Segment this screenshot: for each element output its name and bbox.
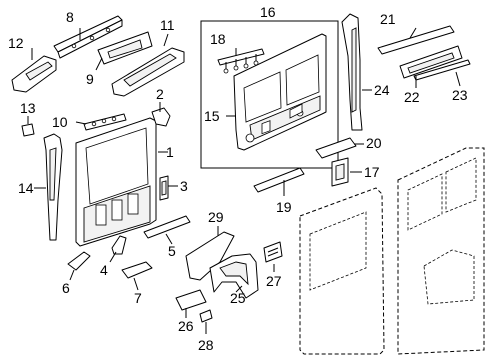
part-11-rail: [111, 47, 185, 97]
callout-9: 9: [86, 71, 94, 87]
callout-13: 13: [20, 100, 36, 116]
callout-27: 27: [266, 273, 282, 289]
callout-23: 23: [452, 87, 468, 103]
callout-24: 24: [374, 82, 390, 98]
part-24-pillar: [341, 13, 363, 131]
callout-1: 1: [166, 144, 174, 160]
part-22-rail: [399, 45, 463, 79]
callout-2: 2: [156, 86, 164, 102]
part-6-bracket: [67, 251, 91, 271]
callout-20: 20: [366, 135, 382, 151]
part-28-clip: [199, 309, 213, 323]
callout-3: 3: [180, 178, 188, 194]
callout-12: 12: [8, 35, 24, 51]
callout-4: 4: [100, 262, 108, 278]
part-7-bracket: [121, 261, 153, 279]
leader-lines: [27, 27, 461, 334]
callout-10: 10: [52, 114, 68, 130]
part-1-side-panel: [75, 117, 157, 247]
part-14-pillar: [43, 133, 63, 241]
part-18-bracket: [217, 48, 265, 74]
part-10-strip: [83, 113, 127, 131]
part-4-bracket: [111, 235, 127, 255]
part-25-wheelhouse: [209, 253, 259, 299]
callout-11: 11: [160, 17, 175, 33]
callout-28: 28: [198, 337, 214, 353]
callout-15: 15: [204, 108, 220, 124]
part-13-clip: [21, 123, 35, 137]
part-2-bracket: [151, 107, 171, 127]
part-5-strip: [143, 215, 191, 239]
callout-18: 18: [210, 31, 226, 47]
part-8-rail: [53, 15, 123, 59]
part-17-bracket: [331, 157, 349, 187]
callout-17: 17: [364, 164, 380, 180]
part-27-bracket: [263, 241, 283, 263]
callout-29: 29: [208, 209, 224, 225]
outer-panel-rear: [397, 147, 485, 355]
part-21-rail: [377, 25, 455, 55]
callout-8: 8: [66, 9, 74, 25]
callout-19: 19: [276, 199, 292, 215]
callout-6: 6: [62, 280, 70, 296]
callout-26: 26: [178, 318, 194, 334]
part-9-bracket: [97, 31, 153, 65]
part-19-sill: [253, 167, 305, 193]
part-12-bracket: [11, 55, 57, 93]
callout-14: 14: [18, 180, 34, 196]
outer-panel-middle: [299, 187, 385, 355]
part-20-bracket: [315, 137, 357, 159]
assembly-group-box: [200, 20, 339, 169]
part-26-bracket: [175, 289, 207, 311]
callout-7: 7: [134, 290, 142, 306]
callout-22: 22: [404, 89, 420, 105]
part-15-inner-panel: [233, 33, 327, 151]
callout-25: 25: [230, 290, 246, 306]
callout-16: 16: [260, 4, 276, 20]
callout-5: 5: [168, 243, 176, 259]
part-3-bracket: [159, 175, 169, 201]
part-23-strip: [413, 59, 471, 81]
callout-21: 21: [380, 11, 396, 27]
